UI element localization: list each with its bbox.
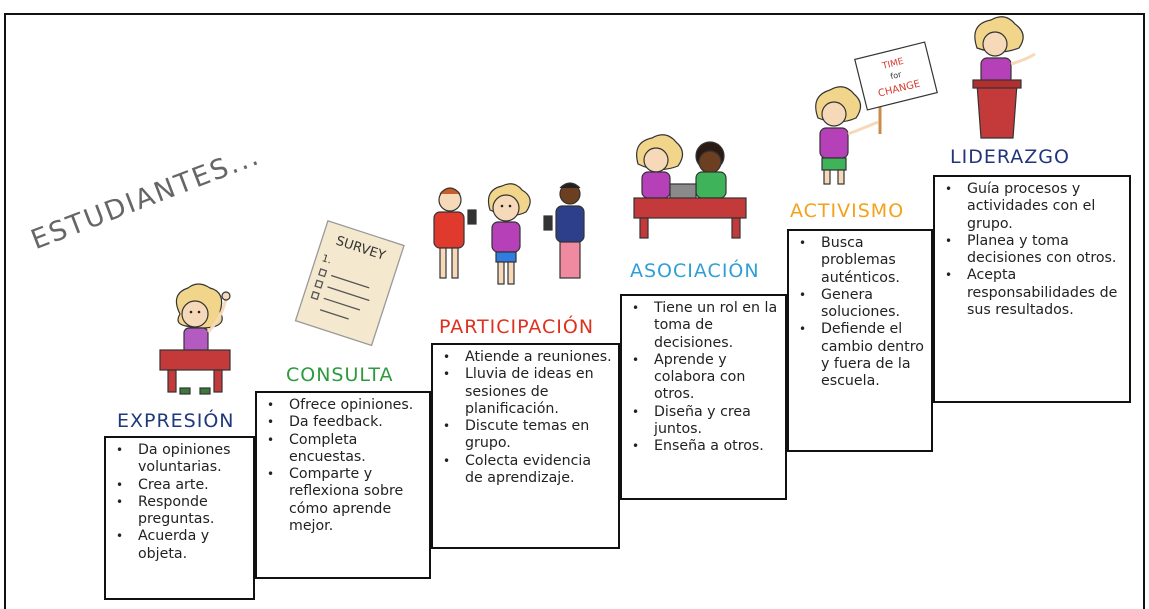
stage-box-activismo: Busca problemas auténticos. Genera soluc… — [787, 229, 933, 452]
list-item: Defiende el cambio dentro y fuera de la … — [799, 321, 925, 390]
list-item: Da feedback. — [267, 414, 423, 432]
list-item: Atiende a reuniones. — [443, 349, 612, 367]
list-item: Comparte y reflexiona sobre cómo aprende… — [267, 466, 423, 535]
list-item: Aprende y colabora con otros. — [632, 352, 779, 404]
list-item: Acuerda y objeta. — [116, 528, 247, 563]
stage-box-expresion: Da opiniones voluntarias. Crea arte. Res… — [104, 436, 255, 600]
stage-title-participacion: PARTICIPACIÓN — [439, 316, 595, 338]
list-item: Guía procesos y actividades con el grupo… — [945, 181, 1123, 233]
list-item: Tiene un rol en la toma de decisiones. — [632, 300, 779, 352]
list-item: Da opiniones voluntarias. — [116, 442, 247, 477]
stage-title-expresion: EXPRESIÓN — [117, 410, 235, 432]
student-protest-sign-illustration: TIME for CHANGE — [815, 41, 938, 185]
list-item: Diseña y crea juntos. — [632, 404, 779, 439]
list-item: Responde preguntas. — [116, 494, 247, 529]
list-item: Busca problemas auténticos. — [799, 235, 925, 287]
students-talking-illustration — [433, 182, 585, 285]
list-item: Completa encuestas. — [267, 432, 423, 467]
survey-number: 1. — [320, 253, 332, 266]
list-item: Lluvia de ideas en sesiones de planifica… — [443, 366, 612, 418]
list-item: Enseña a otros. — [632, 438, 779, 456]
stage-box-consulta: Ofrece opiniones. Da feedback. Completa … — [255, 391, 431, 579]
list-item: Acepta responsabilidades de sus resultad… — [945, 267, 1123, 319]
student-at-podium-illustration — [972, 16, 1036, 139]
list-item: Planea y toma decisiones con otros. — [945, 233, 1123, 268]
stage-box-asociacion: Tiene un rol en la toma de decisiones. A… — [620, 294, 787, 500]
list-item: Genera soluciones. — [799, 287, 925, 322]
stage-title-activismo: ACTIVISMO — [790, 200, 905, 222]
student-raising-hand-illustration — [159, 283, 231, 395]
survey-sheet-illustration: SURVEY 1. — [294, 219, 405, 347]
stage-title-asociacion: ASOCIACIÓN — [630, 260, 760, 282]
list-item: Colecta evidencia de aprendizaje. — [443, 453, 612, 488]
stage-box-participacion: Atiende a reuniones. Lluvia de ideas en … — [431, 343, 620, 549]
list-item: Ofrece opiniones. — [267, 397, 423, 415]
students-collaborating-illustration — [633, 134, 747, 239]
stage-title-consulta: CONSULTA — [286, 364, 394, 386]
list-item: Discute temas en grupo. — [443, 418, 612, 453]
sign-line2: for — [889, 70, 903, 82]
list-item: Crea arte. — [116, 477, 247, 495]
stage-title-liderazgo: LIDERAZGO — [950, 146, 1070, 168]
stage-box-liderazgo: Guía procesos y actividades con el grupo… — [933, 175, 1131, 403]
diagram-frame — [4, 13, 1145, 609]
